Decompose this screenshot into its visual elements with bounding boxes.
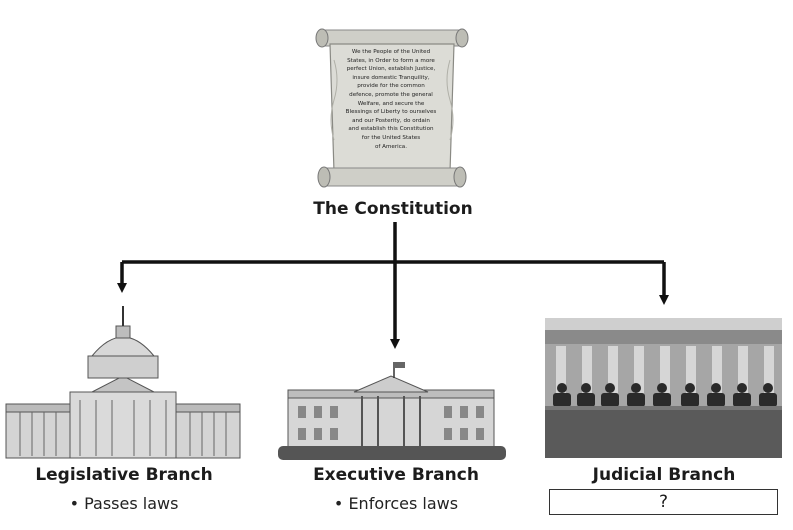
legislative-branch-description: • Passes laws bbox=[69, 494, 179, 513]
constitution-scroll bbox=[315, 28, 469, 188]
legislative-branch-title: Legislative Branch bbox=[35, 465, 213, 485]
supreme-court-justices-icon bbox=[545, 318, 782, 458]
preamble-line: and establish this Constitution bbox=[348, 126, 434, 133]
capitol-building-icon bbox=[5, 306, 241, 459]
preamble-line: provide for the common bbox=[357, 83, 425, 90]
preamble-line: of America. bbox=[374, 143, 408, 150]
preamble-line: Blessings of Liberty to ourselves bbox=[345, 109, 437, 116]
connector-lines bbox=[117, 222, 669, 349]
preamble-line: defence, promote the general bbox=[349, 91, 433, 98]
white-house-icon bbox=[278, 362, 506, 460]
executive-branch-description: • Enforces laws bbox=[333, 494, 459, 513]
constitution-title: The Constitution bbox=[313, 199, 473, 219]
judicial-branch-answer-box: ? bbox=[549, 489, 778, 515]
preamble-line: States, in Order to form a more bbox=[347, 57, 435, 64]
preamble-line: and our Posterity, do ordain bbox=[352, 117, 430, 124]
preamble-line: for the United States bbox=[361, 134, 421, 141]
executive-branch-title: Executive Branch bbox=[313, 465, 479, 485]
preamble-line: We the People of the United bbox=[351, 49, 431, 55]
preamble-text: We the People of the United States, in O… bbox=[336, 48, 446, 151]
preamble-line: insure domestic Tranquility, bbox=[352, 74, 430, 81]
judicial-branch-title: Judicial Branch bbox=[592, 465, 736, 485]
preamble-line: Welfare, and secure the bbox=[357, 100, 425, 107]
preamble-line: perfect Union, establish Justice, bbox=[346, 66, 436, 73]
